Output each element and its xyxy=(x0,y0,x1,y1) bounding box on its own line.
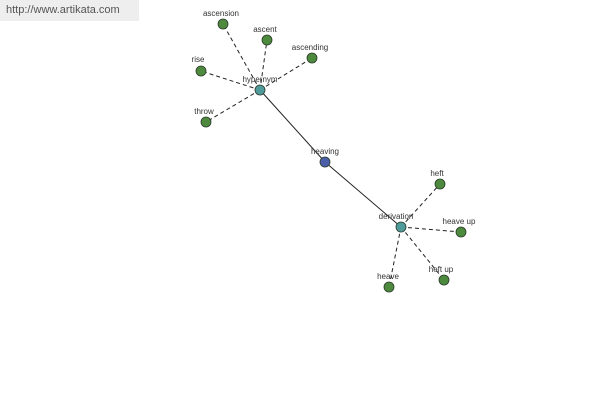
edge-heaving-hypernym xyxy=(259,89,326,163)
node-dot-heave[interactable] xyxy=(383,281,395,293)
edge-derivation-heave xyxy=(388,226,402,288)
node-heft-up[interactable]: heft up xyxy=(429,265,454,286)
edge-heaving-derivation xyxy=(324,161,402,228)
node-label-hypernym: hypernym xyxy=(242,75,277,84)
node-label-heave: heave xyxy=(377,272,399,281)
edges-layer xyxy=(200,23,462,288)
node-label-derivation: derivation xyxy=(379,212,414,221)
node-dot-hypernym[interactable] xyxy=(254,84,266,96)
node-dot-heft-up[interactable] xyxy=(438,274,450,286)
node-dot-heaving[interactable] xyxy=(319,156,331,168)
node-throw[interactable]: throw xyxy=(194,107,214,128)
node-dot-ascent[interactable] xyxy=(261,34,273,46)
edge-hypernym-ascending xyxy=(259,57,313,91)
node-ascent[interactable]: ascent xyxy=(253,25,278,46)
edge-hypernym-rise xyxy=(200,70,261,91)
node-ascension[interactable]: ascension xyxy=(203,9,239,30)
node-derivation[interactable]: derivation xyxy=(379,212,414,233)
node-label-ascent: ascent xyxy=(253,25,277,34)
node-dot-ascending[interactable] xyxy=(306,52,318,64)
edge-hypernym-throw xyxy=(205,89,261,123)
node-dot-heave-up[interactable] xyxy=(455,226,467,238)
node-label-heft-up: heft up xyxy=(429,265,454,274)
node-heave[interactable]: heave xyxy=(377,272,399,293)
node-dot-heft[interactable] xyxy=(434,178,446,190)
node-label-heaving: heaving xyxy=(311,147,339,156)
node-heft[interactable]: heft xyxy=(430,169,446,190)
node-dot-ascension[interactable] xyxy=(217,18,229,30)
edge-derivation-heft-up xyxy=(400,226,445,281)
node-label-heft: heft xyxy=(430,169,444,178)
source-link[interactable]: http://www.artikata.com xyxy=(0,0,139,21)
node-label-throw: throw xyxy=(194,107,214,116)
node-dot-rise[interactable] xyxy=(195,65,207,77)
node-dot-derivation[interactable] xyxy=(395,221,407,233)
node-rise[interactable]: rise xyxy=(192,55,207,77)
node-ascending[interactable]: ascending xyxy=(292,43,328,64)
node-label-heave-up: heave up xyxy=(443,217,476,226)
node-heaving[interactable]: heaving xyxy=(311,147,339,168)
node-label-ascension: ascension xyxy=(203,9,239,18)
node-label-rise: rise xyxy=(192,55,205,64)
edge-derivation-heft xyxy=(400,183,441,228)
node-dot-throw[interactable] xyxy=(200,116,212,128)
edge-hypernym-ascension xyxy=(222,23,261,91)
edge-hypernym-ascent xyxy=(259,39,268,91)
node-label-ascending: ascending xyxy=(292,43,328,52)
node-hypernym[interactable]: hypernym xyxy=(242,75,278,96)
node-heave-up[interactable]: heave up xyxy=(443,217,476,238)
edge-derivation-heave-up xyxy=(400,226,462,233)
nodes-layer: heaving hypernym derivation ascension ascent… xyxy=(192,9,476,293)
